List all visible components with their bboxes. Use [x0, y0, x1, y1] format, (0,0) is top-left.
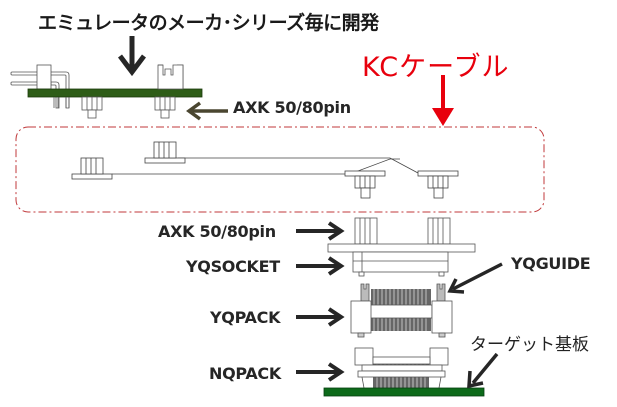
arrow-right-icon: [296, 256, 345, 276]
arrow-right-icon: [296, 307, 345, 327]
axk-yqsocket-assembly: [327, 217, 476, 277]
yqpack-assembly: [350, 283, 453, 338]
target-board-pcb: [323, 387, 485, 397]
yqpack-label: YQPACK: [210, 308, 281, 327]
nqpack-label: NQPACK: [209, 364, 281, 383]
kc-arrow-down-icon: [432, 75, 454, 126]
yqguide-label: YQGUIDE: [511, 254, 591, 273]
yqsocket-label: YQSOCKET: [186, 257, 280, 276]
diagram-title: エミュレータのメーカ･シリーズ毎に開発: [38, 12, 379, 34]
axk-socket-top: [157, 64, 184, 90]
emulator-pcb: [27, 88, 203, 98]
emulator-board: [10, 64, 203, 119]
nqpack-assembly: [354, 347, 449, 389]
header-connector: [10, 64, 70, 109]
arrow-down-icon: [118, 36, 146, 77]
kc-cable-label: KCケーブル: [362, 52, 510, 83]
arrow-right-icon: [296, 362, 345, 382]
kc-cable-region: [15, 126, 545, 213]
axk-bottom-label: AXK 50/80pin: [158, 222, 276, 241]
arrow-right-icon: [296, 221, 345, 241]
axk-top-label: AXK 50/80pin: [233, 98, 351, 117]
arrow-left-icon: [186, 101, 228, 121]
kc-cable: [71, 141, 459, 199]
target-board-label: ターゲット基板: [470, 335, 589, 355]
axk-headers-underside: [53, 96, 176, 119]
arrow-down-left-icon: [467, 352, 499, 389]
arrow-down-left-icon: [447, 262, 503, 294]
